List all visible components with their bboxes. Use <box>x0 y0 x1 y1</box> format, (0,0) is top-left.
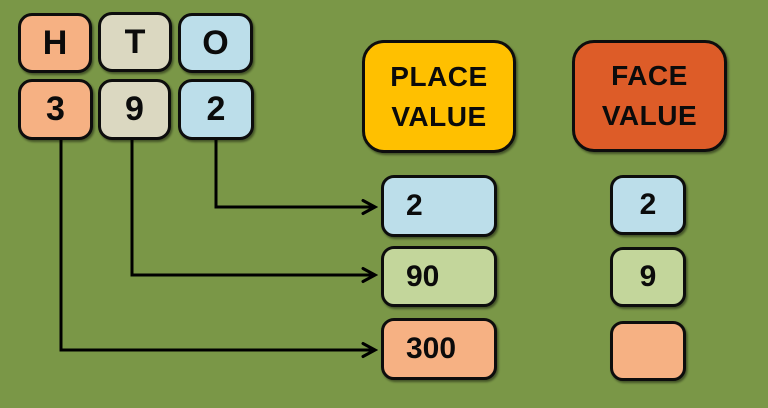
column-header-hundreds-label: H <box>42 23 68 62</box>
face-value-header-line2: VALUE <box>601 100 698 131</box>
place-value-header: PLACE VALUE <box>362 40 516 153</box>
column-header-ones: O <box>178 13 253 73</box>
place-value-box-ones: 2 <box>381 175 497 237</box>
arrow-hundreds-to-place-value <box>59 140 375 350</box>
place-value-header-line1: PLACE <box>390 60 488 92</box>
face-value-ones: 2 <box>639 188 657 221</box>
column-header-hundreds: H <box>18 13 92 73</box>
face-value-header: FACE VALUE <box>572 40 727 152</box>
face-value-header-line1: FACE <box>611 60 688 91</box>
face-value-box-hundreds-empty <box>610 321 686 381</box>
digit-box-ones: 2 <box>178 79 254 140</box>
place-value-box-tens: 90 <box>381 246 497 307</box>
place-value-header-line2: VALUE <box>391 100 487 132</box>
digit-hundreds: 3 <box>46 90 65 128</box>
digit-box-tens: 9 <box>98 79 171 140</box>
place-value-ones: 2 <box>406 189 423 222</box>
digit-box-hundreds: 3 <box>18 79 93 140</box>
face-value-box-tens: 9 <box>610 247 686 307</box>
digit-ones: 2 <box>206 90 226 128</box>
column-header-tens: T <box>98 12 172 72</box>
place-value-tens: 90 <box>406 259 440 293</box>
column-header-tens-label: T <box>124 22 146 61</box>
face-value-box-ones: 2 <box>610 175 686 235</box>
arrow-tens-to-place-value <box>130 140 375 275</box>
digit-tens: 9 <box>125 90 144 128</box>
arrow-ones-to-place-value <box>214 140 375 207</box>
place-value-hundreds: 300 <box>406 332 457 365</box>
place-value-box-hundreds: 300 <box>381 318 497 380</box>
column-header-ones-label: O <box>202 23 229 62</box>
face-value-tens: 9 <box>639 260 657 293</box>
